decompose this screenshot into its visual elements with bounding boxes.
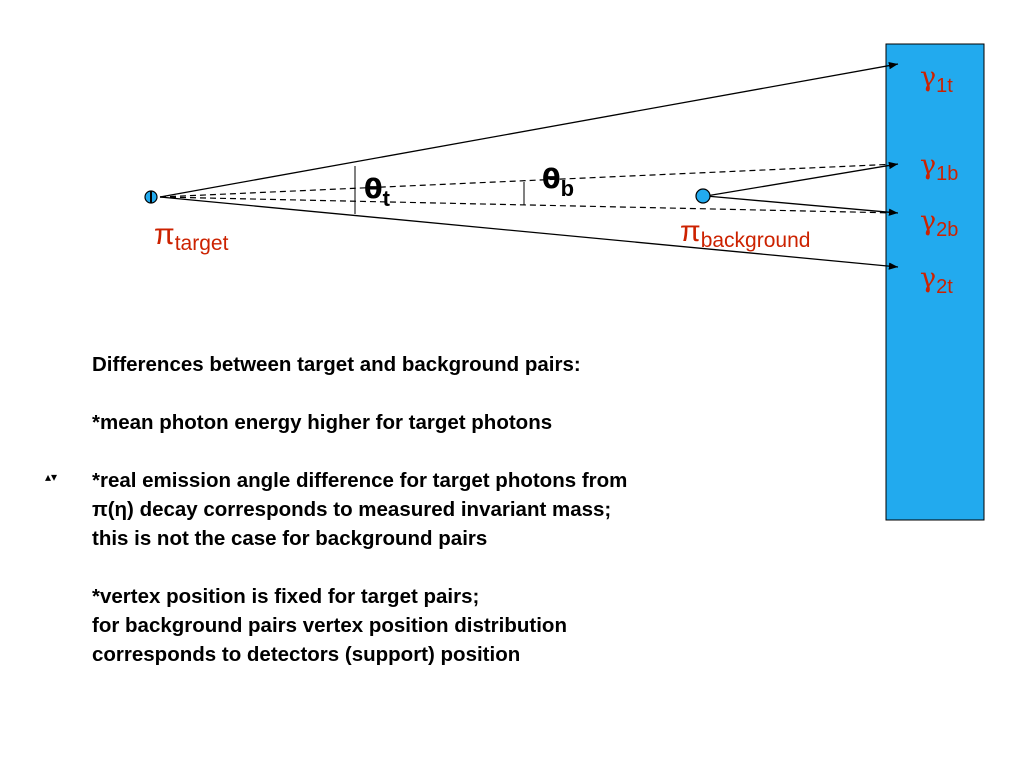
dashed-line-1b bbox=[159, 163, 899, 198]
gamma-symbol: γ bbox=[920, 150, 937, 181]
dashed-line-2b bbox=[159, 196, 899, 214]
item-vertex-line1: *vertex position is fixed for target pai… bbox=[92, 585, 480, 608]
pi-symbol: π bbox=[680, 215, 701, 248]
detector-panel bbox=[885, 43, 985, 521]
gamma-2t-label: γ2t bbox=[920, 265, 953, 297]
gamma-subscript: 2t bbox=[936, 276, 953, 298]
item-mean-energy: *mean photon energy higher for target ph… bbox=[92, 411, 553, 434]
gamma-1t-label: γ1t bbox=[920, 64, 953, 96]
pi-target-label: πtarget bbox=[154, 218, 229, 255]
item-emission-angle-line2: π(η) decay corresponds to measured invar… bbox=[92, 498, 612, 521]
gamma-2b-line bbox=[705, 195, 899, 216]
pi-subscript: background bbox=[700, 229, 811, 252]
gamma-subscript: 2b bbox=[936, 219, 959, 241]
item-emission-angle-line1: *real emission angle difference for targ… bbox=[92, 469, 628, 492]
gamma-symbol: γ bbox=[920, 62, 937, 93]
gamma-1b-label: γ1b bbox=[920, 152, 958, 184]
gamma-symbol: γ bbox=[920, 263, 937, 294]
theta-symbol: θ bbox=[364, 174, 383, 205]
differences-text: Differences between target and backgroun… bbox=[92, 350, 792, 669]
theta-symbol: θ bbox=[542, 164, 561, 195]
bullet-arrows-icon: ▴▾ bbox=[45, 470, 58, 484]
item-emission-angle-line3: this is not the case for background pair… bbox=[92, 527, 488, 550]
item-vertex-line2: for background pairs vertex position dis… bbox=[92, 614, 567, 637]
theta-subscript: b bbox=[560, 176, 575, 201]
theta-subscript: t bbox=[382, 186, 390, 211]
theta-t-label: θt bbox=[364, 176, 390, 210]
heading: Differences between target and backgroun… bbox=[92, 353, 581, 376]
pi-symbol: π bbox=[154, 218, 175, 251]
theta-b-label: θb bbox=[542, 166, 574, 200]
item-vertex-line3: corresponds to detectors (support) posit… bbox=[92, 643, 521, 666]
gamma-2b-label: γ2b bbox=[920, 208, 958, 240]
gamma-subscript: 1b bbox=[936, 163, 959, 185]
gamma-symbol: γ bbox=[920, 206, 937, 237]
pi-background-label: πbackground bbox=[680, 215, 811, 252]
pi-background-dot bbox=[695, 188, 711, 204]
gamma-1b-line bbox=[705, 161, 899, 197]
gamma-2t-line bbox=[159, 196, 899, 270]
gamma-1t-line bbox=[159, 62, 899, 198]
gamma-subscript: 1t bbox=[936, 75, 953, 97]
pi-subscript: target bbox=[174, 232, 229, 255]
